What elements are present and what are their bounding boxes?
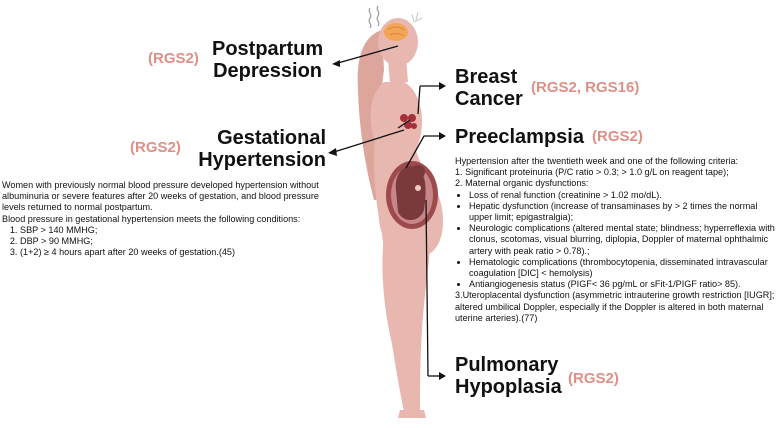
breast-title-line1: Breast (455, 66, 518, 88)
gestational-description: Women with previously normal blood press… (2, 180, 332, 258)
sparkle-icon (411, 11, 423, 23)
gestational-condition-item: (1+2) ≥ 4 hours apart after 20 weeks of … (20, 247, 332, 258)
uterus-fetus-icon (386, 161, 438, 229)
breast-title-line2: Cancer (455, 88, 523, 110)
postpartum-title: Postpartum Depression (212, 38, 323, 82)
preeclampsia-description: Hypertension after the twentieth week an… (455, 156, 782, 324)
gestational-gene-label: (RGS2) (130, 139, 181, 156)
preeclampsia-item-2: 2. Maternal organic dysfunctions: (455, 178, 589, 189)
gestational-conditions-list: SBP > 140 MMHG; DBP > 90 MMHG; (1+2) ≥ 4… (2, 225, 332, 259)
preeclampsia-dysfunction-item: Neurologic complications (altered mental… (469, 223, 782, 257)
gestational-condition-item: SBP > 140 MMHG; (20, 225, 332, 236)
preeclampsia-dysfunction-item: Hematologic complications (thrombocytope… (469, 257, 782, 279)
preeclampsia-item-3: 3.Uteroplacental dysfunction (asymmetric… (455, 290, 775, 323)
heat-waves-icon (368, 5, 380, 29)
gestational-condition-item: DBP > 90 MMHG; (20, 236, 332, 247)
gestational-title-line2: Hypertension (198, 149, 326, 171)
preeclampsia-dysfunction-item: Loss of renal function (creatinine > 1.0… (469, 190, 782, 201)
postpartum-title-line1: Postpartum (212, 38, 324, 60)
postpartum-title-line2: Depression (213, 60, 323, 82)
pulmonary-title-line2: Hypoplasia (455, 376, 562, 398)
preeclampsia-intro: Hypertension after the twentieth week an… (455, 156, 739, 166)
brain-icon (384, 23, 408, 41)
pulmonary-gene-label: (RGS2) (568, 370, 619, 387)
pulmonary-title-line1: Pulmonary (455, 354, 559, 376)
breast-title: Breast Cancer (455, 66, 523, 110)
preeclampsia-dysfunction-item: Antiangiogenesis status (PIGF< 36 pg/mL … (469, 279, 782, 290)
postpartum-gene-label: (RGS2) (148, 50, 199, 67)
preeclampsia-gene-label: (RGS2) (592, 128, 643, 145)
gestational-title-line1: Gestational (217, 127, 326, 149)
preeclampsia-item-1: 1. Significant proteinuria (P/C ratio > … (455, 167, 729, 178)
preeclampsia-dysfunction-item: Hepatic dysfunction (increase of transam… (469, 201, 782, 223)
gestational-criteria-intro: Blood pressure in gestational hypertensi… (2, 213, 301, 224)
breast-gene-label: (RGS2, RGS16) (531, 79, 640, 96)
gestational-intro: Women with previously normal blood press… (2, 180, 319, 213)
gestational-title: Gestational Hypertension (192, 127, 326, 171)
preeclampsia-dysfunctions-list: Loss of renal function (creatinine > 1.0… (455, 190, 782, 291)
pulmonary-title: Pulmonary Hypoplasia (455, 354, 562, 398)
preeclampsia-title: Preeclampsia (455, 126, 584, 148)
